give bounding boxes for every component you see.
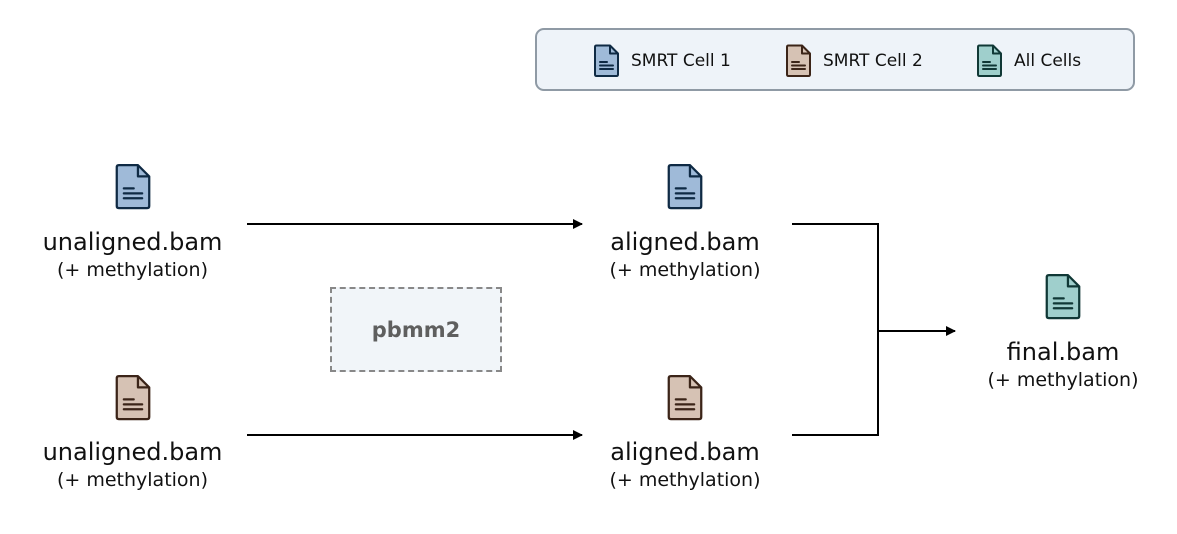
node-subtitle: (+ methylation)	[987, 369, 1139, 391]
file-icon-blue	[113, 163, 153, 211]
file-icon-teal	[977, 44, 1002, 77]
node-title: final.bam	[1006, 338, 1120, 366]
legend-item-smrt-cell-2: SMRT Cell 2	[785, 44, 923, 78]
merge-connector	[792, 223, 879, 436]
file-icon-beige	[665, 374, 705, 422]
node-unaligned-1: unaligned.bam (+ methylation)	[20, 227, 245, 283]
node-title: unaligned.bam	[42, 228, 223, 256]
node-title: aligned.bam	[610, 228, 760, 256]
legend-label-smrt-cell-1: SMRT Cell 1	[631, 51, 731, 71]
node-aligned-2: aligned.bam (+ methylation)	[585, 437, 785, 493]
legend-label-all-cells: All Cells	[1014, 51, 1082, 71]
file-icon-teal	[1043, 273, 1083, 321]
node-final: final.bam (+ methylation)	[963, 337, 1163, 393]
node-unaligned-2: unaligned.bam (+ methylation)	[20, 437, 245, 493]
node-subtitle: (+ methylation)	[609, 259, 761, 281]
file-icon-blue	[665, 163, 705, 211]
legend-item-smrt-cell-1: SMRT Cell 1	[593, 44, 731, 78]
node-title: unaligned.bam	[42, 438, 223, 466]
file-icon-beige	[786, 44, 811, 77]
legend-label-smrt-cell-2: SMRT Cell 2	[823, 51, 923, 71]
node-aligned-1: aligned.bam (+ methylation)	[585, 227, 785, 283]
node-title: aligned.bam	[610, 438, 760, 466]
legend: SMRT Cell 1 SMRT Cell 2 All Cells	[535, 28, 1135, 91]
node-subtitle: (+ methylation)	[56, 469, 209, 491]
legend-item-all-cells: All Cells	[976, 44, 1081, 78]
file-icon-beige	[113, 374, 153, 422]
node-subtitle: (+ methylation)	[609, 469, 761, 491]
process-pbmm2: pbmm2	[330, 287, 502, 372]
node-subtitle: (+ methylation)	[56, 259, 209, 281]
file-icon-blue	[594, 44, 619, 77]
process-label: pbmm2	[371, 317, 461, 342]
